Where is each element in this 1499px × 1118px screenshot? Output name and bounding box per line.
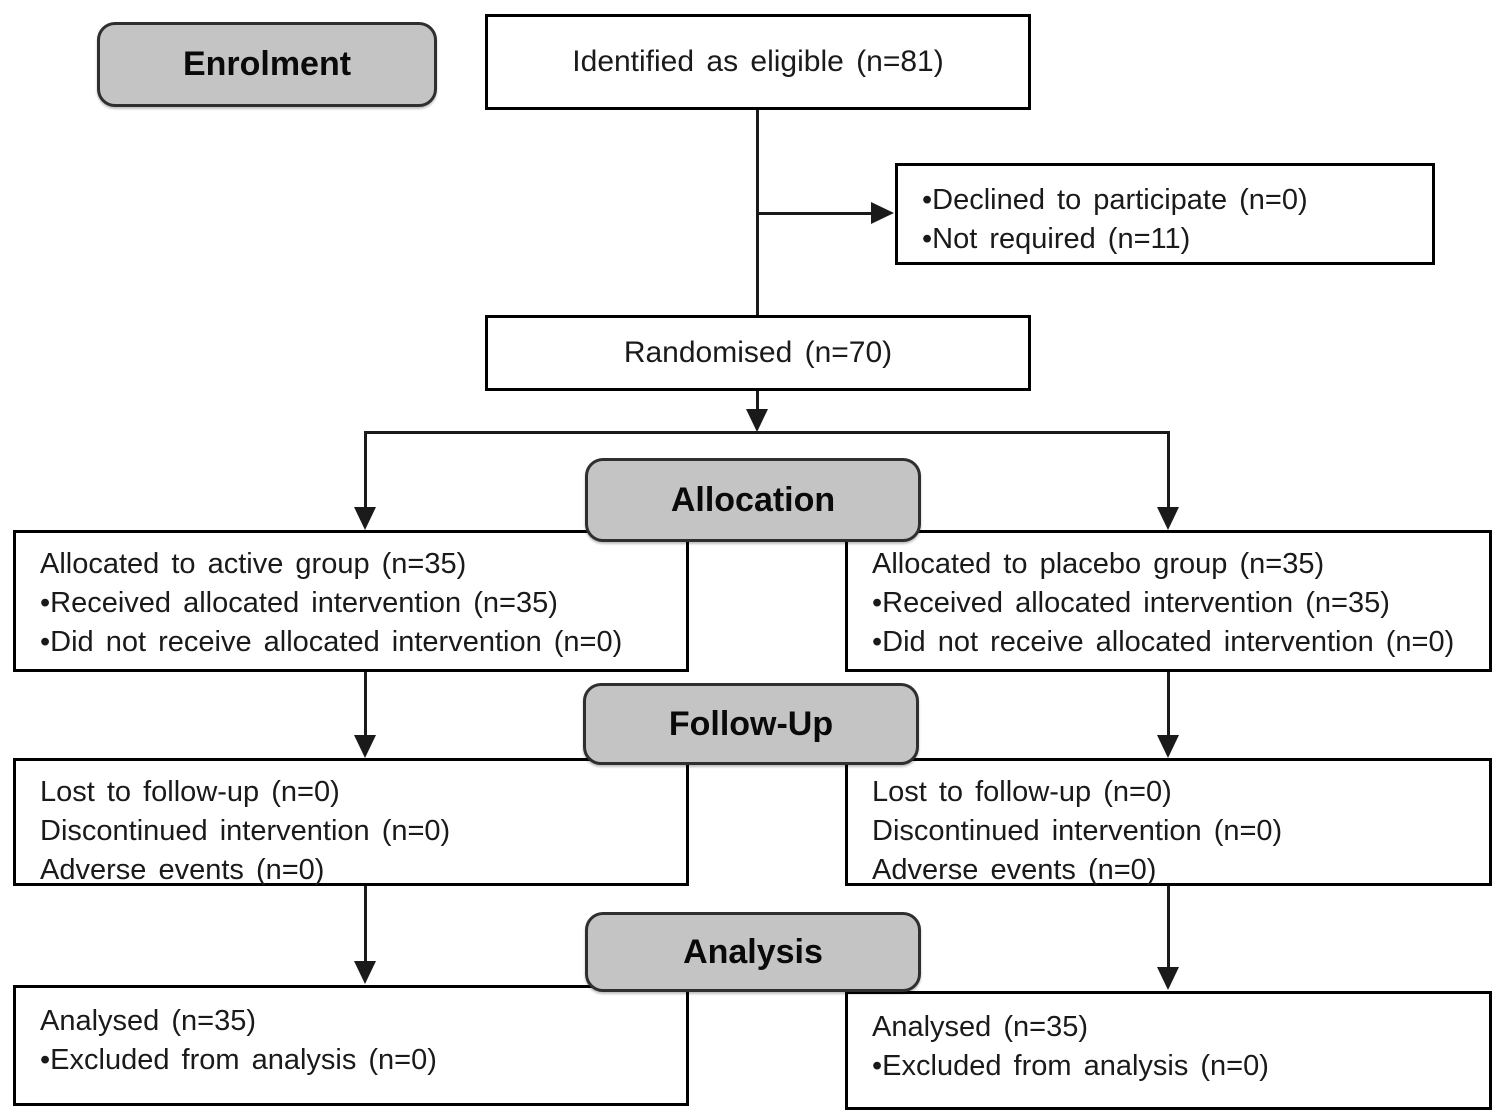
followup-active-line: Adverse events (n=0) bbox=[40, 854, 325, 886]
stage-label-allocation: Allocation bbox=[585, 458, 921, 542]
analysis-placebo-line: •Excluded from analysis (n=0) bbox=[872, 1050, 1269, 1082]
analysis-placebo-box: Analysed (n=35) •Excluded from analysis … bbox=[845, 991, 1492, 1110]
followup-placebo-line: Lost to follow-up (n=0) bbox=[872, 776, 1172, 808]
arrowhead-placebo-analysis bbox=[1157, 967, 1179, 990]
analysis-active-line: •Excluded from analysis (n=0) bbox=[40, 1044, 437, 1076]
followup-active-line: Discontinued intervention (n=0) bbox=[40, 815, 451, 847]
connector-placebo-alloc-to-followup bbox=[1167, 672, 1170, 736]
alloc-active-line: Allocated to active group (n=35) bbox=[40, 548, 467, 580]
alloc-active-line: •Received allocated intervention (n=35) bbox=[40, 587, 558, 619]
arrowhead-down-branch bbox=[746, 409, 768, 432]
followup-placebo-line: Adverse events (n=0) bbox=[872, 854, 1157, 886]
arrowhead-active-analysis bbox=[354, 961, 376, 984]
alloc-placebo-line: •Did not receive allocated intervention … bbox=[872, 626, 1455, 658]
arrowhead-active-alloc bbox=[354, 507, 376, 530]
connector-randomised-to-branch bbox=[756, 391, 759, 411]
randomised-box: Randomised (n=70) bbox=[485, 315, 1031, 391]
stage-label-followup: Follow-Up bbox=[583, 683, 919, 765]
alloc-placebo-line: Allocated to placebo group (n=35) bbox=[872, 548, 1325, 580]
connector-branch-to-active-alloc bbox=[364, 431, 367, 508]
connector-placebo-followup-to-analysis bbox=[1167, 886, 1170, 969]
connector-branch-to-placebo-alloc bbox=[1167, 431, 1170, 508]
arrowhead-placebo-alloc bbox=[1157, 507, 1179, 530]
followup-active-line: Lost to follow-up (n=0) bbox=[40, 776, 340, 808]
connector-to-declined bbox=[756, 212, 873, 215]
followup-placebo-line: Discontinued intervention (n=0) bbox=[872, 815, 1283, 847]
arrowhead-active-followup bbox=[354, 735, 376, 758]
analysis-active-line: Analysed (n=35) bbox=[40, 1005, 256, 1037]
alloc-active-line: •Did not receive allocated intervention … bbox=[40, 626, 623, 658]
branch-line bbox=[365, 431, 1170, 434]
not-required-line: •Not required (n=11) bbox=[922, 223, 1191, 255]
followup-active-box: Lost to follow-up (n=0) Discontinued int… bbox=[13, 758, 689, 886]
analysis-placebo-line: Analysed (n=35) bbox=[872, 1011, 1088, 1043]
allocation-active-box: Allocated to active group (n=35) •Receiv… bbox=[13, 530, 689, 672]
arrowhead-placebo-followup bbox=[1157, 735, 1179, 758]
alloc-placebo-line: •Received allocated intervention (n=35) bbox=[872, 587, 1390, 619]
stage-label-enrolment: Enrolment bbox=[97, 22, 437, 107]
connector-active-followup-to-analysis bbox=[364, 886, 367, 963]
declined-line: •Declined to participate (n=0) bbox=[922, 184, 1308, 216]
allocation-placebo-box: Allocated to placebo group (n=35) •Recei… bbox=[845, 530, 1492, 672]
arrowhead-right-declined bbox=[871, 202, 894, 224]
analysis-active-box: Analysed (n=35) •Excluded from analysis … bbox=[13, 985, 689, 1106]
followup-placebo-box: Lost to follow-up (n=0) Discontinued int… bbox=[845, 758, 1492, 886]
eligible-box: Identified as eligible (n=81) bbox=[485, 14, 1031, 110]
stage-label-analysis: Analysis bbox=[585, 912, 921, 992]
declined-box: •Declined to participate (n=0) •Not requ… bbox=[895, 163, 1435, 265]
connector-active-alloc-to-followup bbox=[364, 672, 367, 736]
